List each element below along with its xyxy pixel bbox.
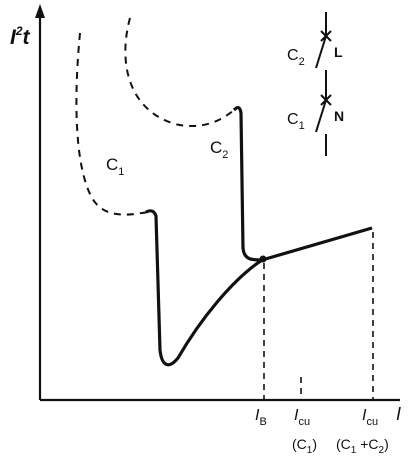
breaker-c1-pole: N [334,108,344,124]
c2-dashed-curve [124,17,235,128]
icu2-label: Icu [362,407,378,428]
icu1-label: Icu [294,407,310,428]
x-axis-label: I [396,404,401,424]
breaker-c1-contact [315,99,327,133]
y-axis-arrow [35,4,45,18]
icu2-note: (C1 +C2) [336,436,389,456]
breaker-c2-label: C2 [287,47,305,68]
c2-curve-label: C2 [210,138,228,161]
breaker-c2-contact [315,35,327,69]
ib-label: IB [255,407,267,428]
c1-dashed-curve [75,32,149,216]
breaker-c2-pole: L [334,44,343,60]
breaker-c1-label: C1 [287,111,305,132]
c1-solid-curve [145,209,263,367]
y-axis-label: I2t [10,24,31,49]
c1-curve-label: C1 [106,155,124,178]
axes [35,4,400,402]
c2-solid-curve [232,106,373,262]
icu1-note: (C1) [292,436,317,456]
intersection-point [259,255,267,263]
breaker-schematic: C2 L C1 N [287,12,344,156]
